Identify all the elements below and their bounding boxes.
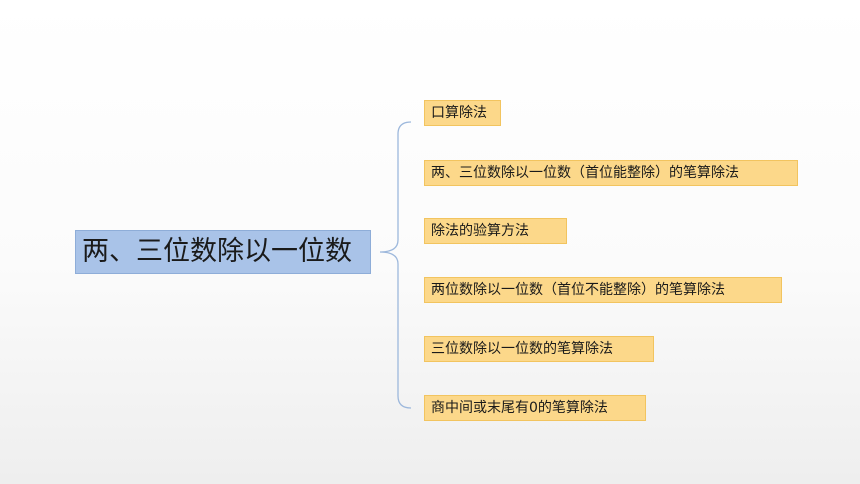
branch-topic-division-check-method: 除法的验算方法 [424,218,567,244]
branch-topic-written-division-divisible-first-digit: 两、三位数除以一位数（首位能整除）的笔算除法 [424,160,798,186]
bracket-path [379,121,412,409]
branch-topic-quotient-with-zero: 商中间或末尾有0的笔算除法 [424,395,646,421]
branch-topic-mental-division: 口算除法 [424,100,501,126]
root-topic: 两、三位数除以一位数 [75,230,371,274]
branch-topic-three-digit-written-division: 三位数除以一位数的笔算除法 [424,336,654,362]
branch-topic-two-digit-written-division: 两位数除以一位数（首位不能整除）的笔算除法 [424,277,782,303]
